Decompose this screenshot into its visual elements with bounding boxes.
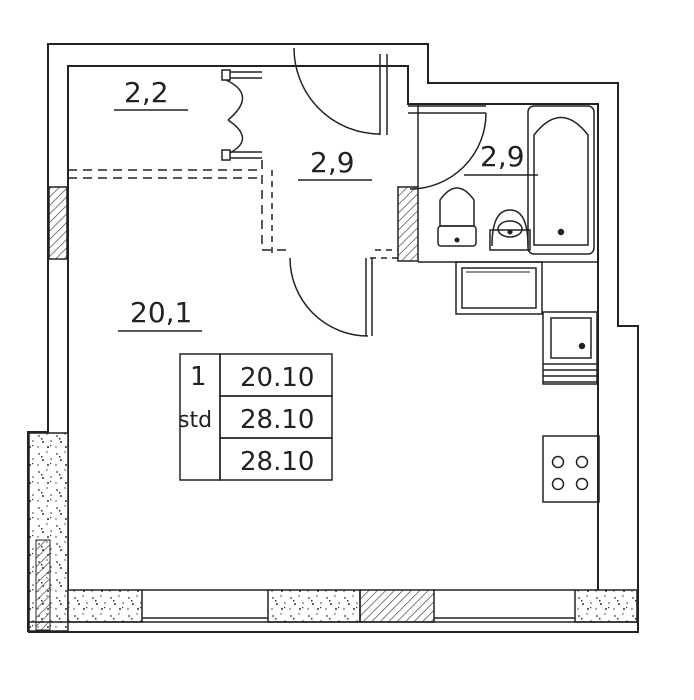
summary-type: std: [178, 408, 212, 433]
doors: [221, 47, 487, 337]
area-label-bathroom: 2,9: [480, 140, 525, 173]
wall-hatch-left: [48, 186, 68, 260]
outer-walls: [27, 43, 639, 633]
area-label-corridor: 2,9: [310, 146, 355, 179]
summary-table: [179, 353, 333, 481]
bathtub-icon: [527, 105, 595, 255]
toilet-icon: [437, 187, 477, 247]
area-label-hall-small: 2,2: [124, 76, 169, 109]
bottom-wall: [28, 589, 638, 623]
wall-hatch-lower-left: [35, 539, 51, 631]
summary-living-area: 20.10: [240, 363, 314, 393]
kitchen-sink-icon: [542, 311, 598, 385]
summary-total-area-2: 28.10: [240, 447, 314, 477]
stove-icon: [542, 435, 600, 503]
summary-rooms-count: 1: [190, 362, 207, 392]
right-wall: [597, 325, 638, 590]
wall-hatch-bath: [397, 186, 419, 262]
sink-icon: [489, 209, 531, 251]
partitions: [68, 104, 598, 263]
area-label-living: 20,1: [130, 296, 192, 329]
summary-total-area: 28.10: [240, 405, 314, 435]
counter-icon: [455, 261, 543, 315]
